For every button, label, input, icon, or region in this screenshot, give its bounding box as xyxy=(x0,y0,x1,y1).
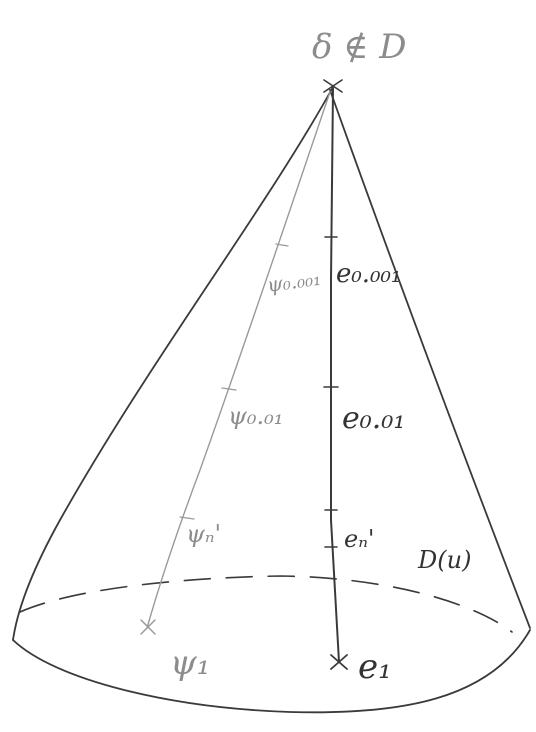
cone-base-front xyxy=(13,630,530,712)
pale-label-psi1: ψ₁ xyxy=(170,643,210,683)
surface-label: D(u) xyxy=(417,546,471,574)
pale-chain-line xyxy=(147,92,330,628)
cone-left-edge xyxy=(13,87,333,640)
pale-label-psin: ψₙ' xyxy=(186,520,221,548)
dark-label-e1: e₁ xyxy=(358,647,392,687)
apex-label: δ ∉ D xyxy=(312,27,407,67)
pale-label-psi001: ψ₀.₀₁ xyxy=(228,402,283,430)
dark-label-e001: e₀.₀₁ xyxy=(342,401,405,436)
dark-chain-line xyxy=(331,88,339,662)
dark-label-e0001: e₀.₀₀₁ xyxy=(336,259,401,289)
pale-label-psi0001: ψ₀.₀₀₁ xyxy=(265,266,322,297)
cone-base-back xyxy=(20,576,512,632)
dark-label-en: eₙ' xyxy=(344,525,375,553)
